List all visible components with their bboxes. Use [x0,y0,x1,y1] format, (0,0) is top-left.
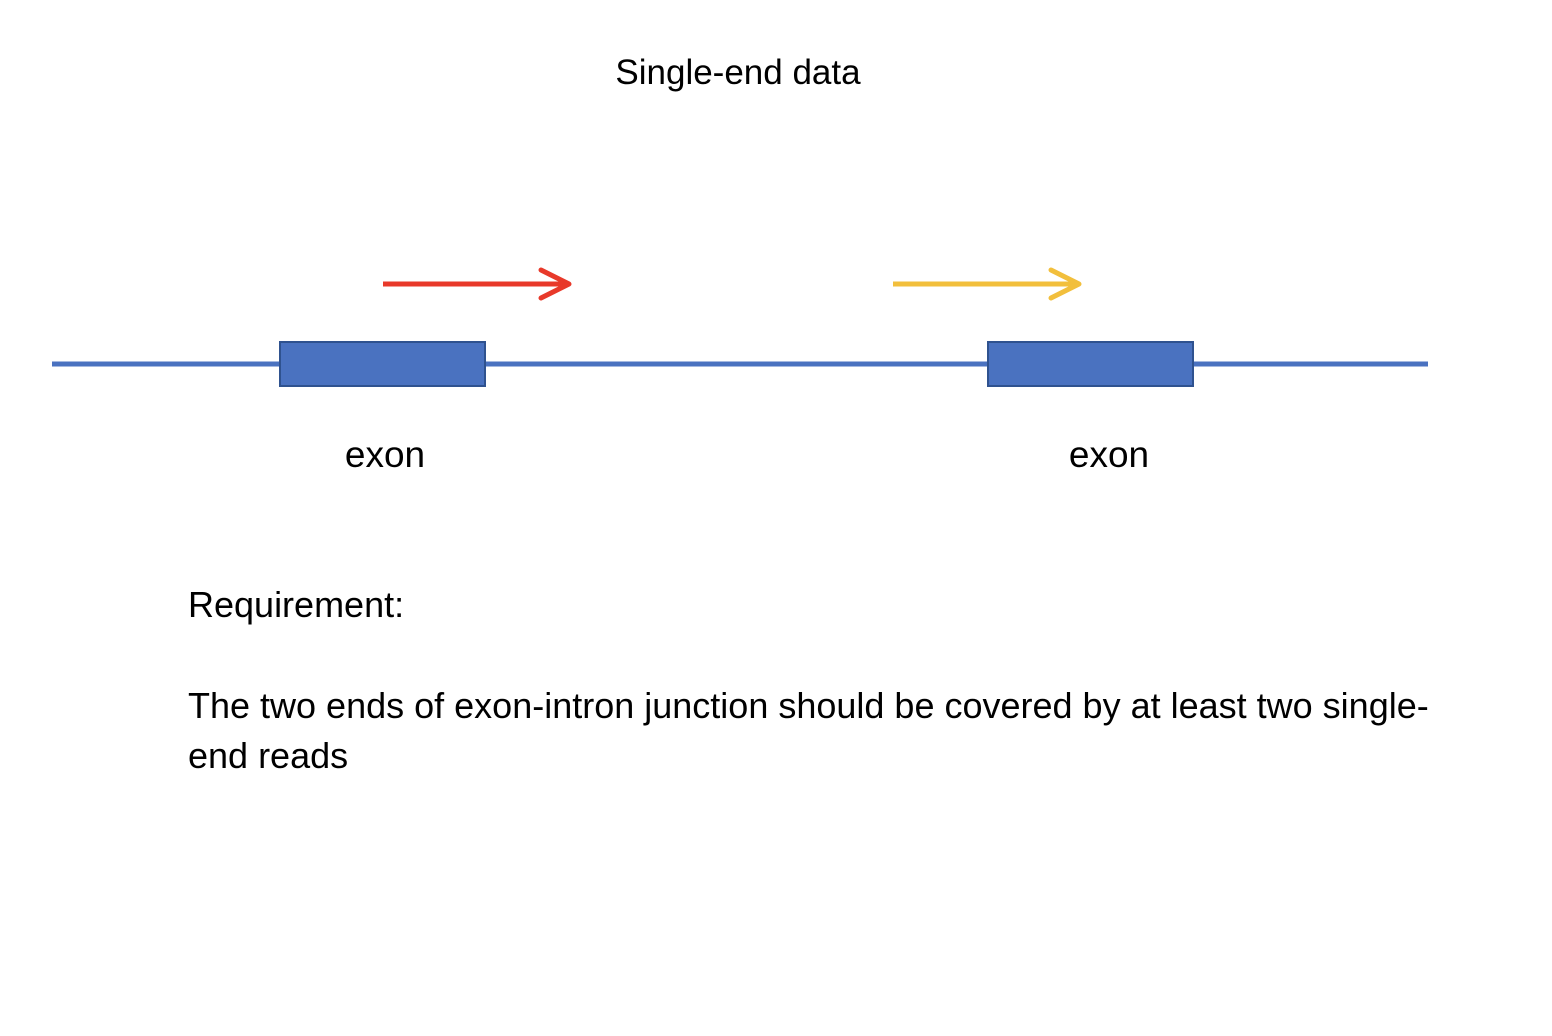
exon-box-right [987,341,1194,387]
read-arrow-red [383,267,572,301]
exon-label-left: exon [344,434,426,475]
read-arrow-yellow [893,267,1082,301]
diagram-title: Single-end data [615,53,861,92]
requirement-heading: Requirement: [188,584,405,625]
exon-label-right: exon [1068,434,1150,475]
exon-box-left [279,341,486,387]
requirement-text: The two ends of exon-intron junction sho… [188,685,1429,776]
